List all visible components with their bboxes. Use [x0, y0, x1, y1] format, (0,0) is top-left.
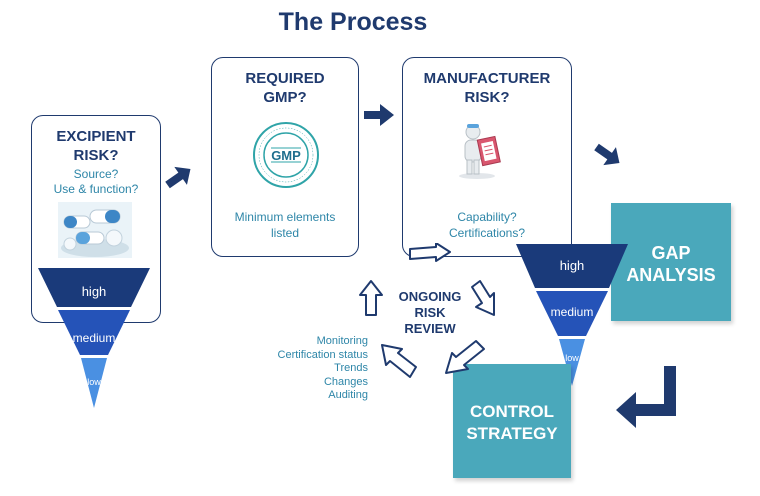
excipient-sub-line1: Source?	[73, 167, 119, 181]
required-gmp-card: REQUIRED GMP? GMP Minimum elements liste…	[211, 57, 359, 257]
excipient-sub-line2: Use & function?	[53, 182, 139, 196]
manufacturer-title-line1: MANUFACTURER	[423, 70, 551, 87]
gmp-title-line1: REQUIRED	[245, 70, 325, 87]
cycle-arrow-right	[471, 280, 495, 316]
pyramid-medium-segment	[58, 310, 130, 355]
person-clipboard-image	[459, 124, 501, 179]
pyramid-low-label: low	[87, 377, 101, 387]
review-line3: REVIEW	[404, 321, 456, 336]
excipient-risk-pyramid	[38, 268, 150, 408]
pyramid-low-segment	[81, 358, 107, 408]
excipient-title-line1: EXCIPIENT	[56, 128, 136, 145]
gmp-logo-text: GMP	[271, 148, 301, 163]
page-title: The Process	[278, 8, 428, 36]
excipient-title-line2: RISK?	[73, 147, 119, 164]
pyramid-right-low-segment	[559, 339, 585, 386]
arrow-to-control-strategy-icon	[616, 366, 676, 428]
pyramid-right-low-label: low	[565, 353, 579, 363]
gmp-logo-icon	[253, 122, 319, 188]
review-line1: ONGOING	[398, 289, 462, 304]
gmp-sub-line2: listed	[270, 226, 299, 240]
review-item-changes: Changes	[323, 375, 368, 388]
arrow-to-manufacturer-icon	[364, 104, 394, 126]
review-line2: RISK	[414, 305, 446, 320]
excipient-risk-card: EXCIPIENT RISK? Source? Use & function?	[31, 115, 161, 323]
cycle-arrow-bottom-left	[381, 344, 417, 378]
gap-analysis-line1: GAP	[651, 243, 691, 263]
cycle-arrow-top	[409, 243, 451, 262]
arrow-to-gap-analysis-icon	[594, 143, 620, 166]
cycle-arrow-bottom-right	[445, 340, 485, 374]
review-item-certification-status: Certification status	[277, 348, 368, 361]
pyramid-medium-label: medium	[72, 331, 116, 345]
pyramid-right-high-segment	[516, 244, 628, 288]
review-cycle-arrows	[359, 243, 495, 378]
gmp-title-line2: GMP?	[263, 89, 307, 106]
gap-analysis-line2: ANALYSIS	[626, 265, 716, 285]
manufacturer-sub-line2: Certifications?	[448, 226, 526, 240]
capsules-image	[58, 202, 132, 258]
manufacturer-title-line2: RISK?	[464, 89, 510, 106]
cycle-arrow-left	[359, 280, 383, 316]
pyramid-right-high-label: high	[559, 258, 585, 273]
pyramid-high-label: high	[81, 284, 107, 299]
manufacturer-risk-pyramid	[516, 244, 628, 386]
review-item-monitoring: Monitoring	[316, 335, 368, 347]
pyramid-high-segment	[38, 268, 150, 307]
control-strategy-line1: CONTROL	[469, 402, 555, 421]
review-item-trends: Trends	[334, 362, 368, 374]
manufacturer-risk-card: MANUFACTURER RISK? Capability? Certifica…	[402, 57, 572, 257]
review-item-auditing: Auditing	[328, 389, 368, 401]
control-strategy-line2: STRATEGY	[466, 424, 558, 443]
arrow-to-gmp-icon	[165, 166, 191, 189]
control-strategy-box: CONTROL STRATEGY	[453, 364, 571, 478]
pyramid-right-medium-label: medium	[550, 305, 594, 319]
manufacturer-sub-line1: Capability?	[457, 210, 517, 224]
pyramid-right-medium-segment	[536, 291, 608, 336]
gmp-sub-line1: Minimum elements	[234, 210, 336, 224]
gap-analysis-box: GAP ANALYSIS	[611, 203, 731, 321]
